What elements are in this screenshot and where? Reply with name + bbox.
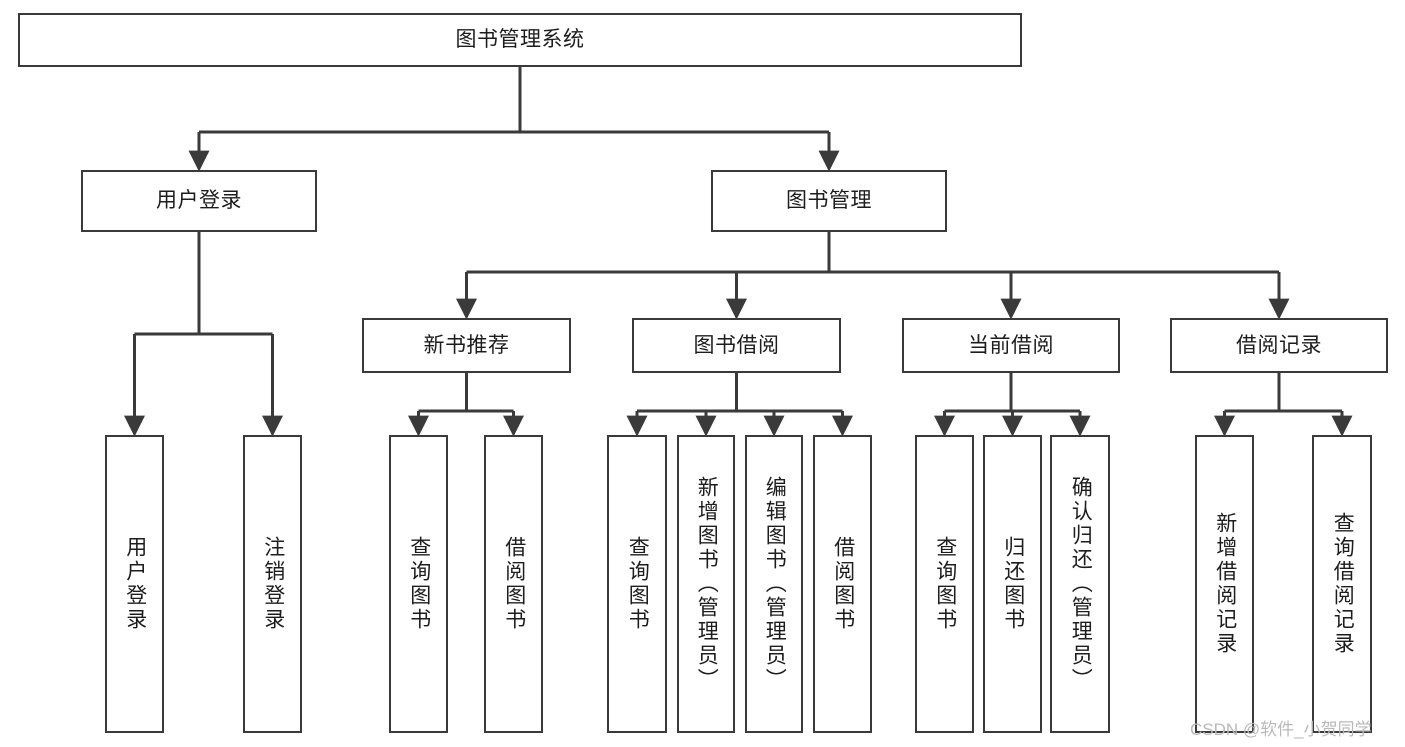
node-book-borrow[interactable]: 图书借阅 (632, 318, 841, 373)
node-label: 查询图书 (933, 536, 957, 632)
node-label: 查询图书 (626, 536, 650, 632)
node-leaf-logout[interactable]: 注销登录 (243, 435, 302, 733)
node-leaf-borrow-book-2[interactable]: 借阅图书 (813, 435, 872, 733)
node-leaf-return-book[interactable]: 归还图书 (983, 435, 1042, 733)
node-leaf-query-book-2[interactable]: 查询图书 (607, 435, 667, 733)
node-label: 注销登录 (261, 536, 285, 632)
node-label: 新增图书（管理员） (695, 476, 719, 692)
node-leaf-edit-book[interactable]: 编辑图书（管理员） (745, 435, 803, 733)
node-user-login[interactable]: 用户登录 (81, 170, 317, 232)
node-label: 图书管理 (786, 189, 872, 213)
node-label: 借阅图书 (502, 536, 526, 632)
node-root[interactable]: 图书管理系统 (18, 13, 1022, 67)
node-label: 查询图书 (407, 536, 431, 632)
node-label: 确认归还（管理员） (1069, 476, 1093, 692)
node-current-borrow[interactable]: 当前借阅 (902, 318, 1120, 373)
node-label: 用户登录 (156, 189, 242, 213)
node-label: 新书推荐 (423, 333, 510, 357)
node-leaf-confirm-return[interactable]: 确认归还（管理员） (1050, 435, 1110, 733)
node-label: 新增借阅记录 (1213, 512, 1237, 656)
node-label: 归还图书 (1001, 536, 1025, 632)
node-label: 编辑图书（管理员） (763, 476, 787, 692)
node-borrow-record[interactable]: 借阅记录 (1170, 318, 1388, 373)
node-label: 图书管理系统 (455, 28, 585, 52)
node-book-manage[interactable]: 图书管理 (711, 170, 947, 232)
node-leaf-add-book[interactable]: 新增图书（管理员） (677, 435, 735, 733)
node-label: 借阅记录 (1236, 333, 1322, 357)
node-leaf-user-login[interactable]: 用户登录 (105, 435, 164, 733)
node-leaf-query-book-1[interactable]: 查询图书 (389, 435, 448, 733)
node-label: 当前借阅 (968, 333, 1054, 357)
node-leaf-add-record[interactable]: 新增借阅记录 (1195, 435, 1254, 733)
node-leaf-query-book-3[interactable]: 查询图书 (915, 435, 974, 733)
node-leaf-query-record[interactable]: 查询借阅记录 (1312, 435, 1372, 733)
node-label: 用户登录 (123, 536, 147, 632)
node-label: 图书借阅 (693, 333, 780, 357)
node-leaf-borrow-book-1[interactable]: 借阅图书 (484, 435, 543, 733)
node-new-book-recommend[interactable]: 新书推荐 (362, 318, 571, 373)
node-label: 借阅图书 (831, 536, 855, 632)
node-label: 查询借阅记录 (1331, 512, 1355, 656)
